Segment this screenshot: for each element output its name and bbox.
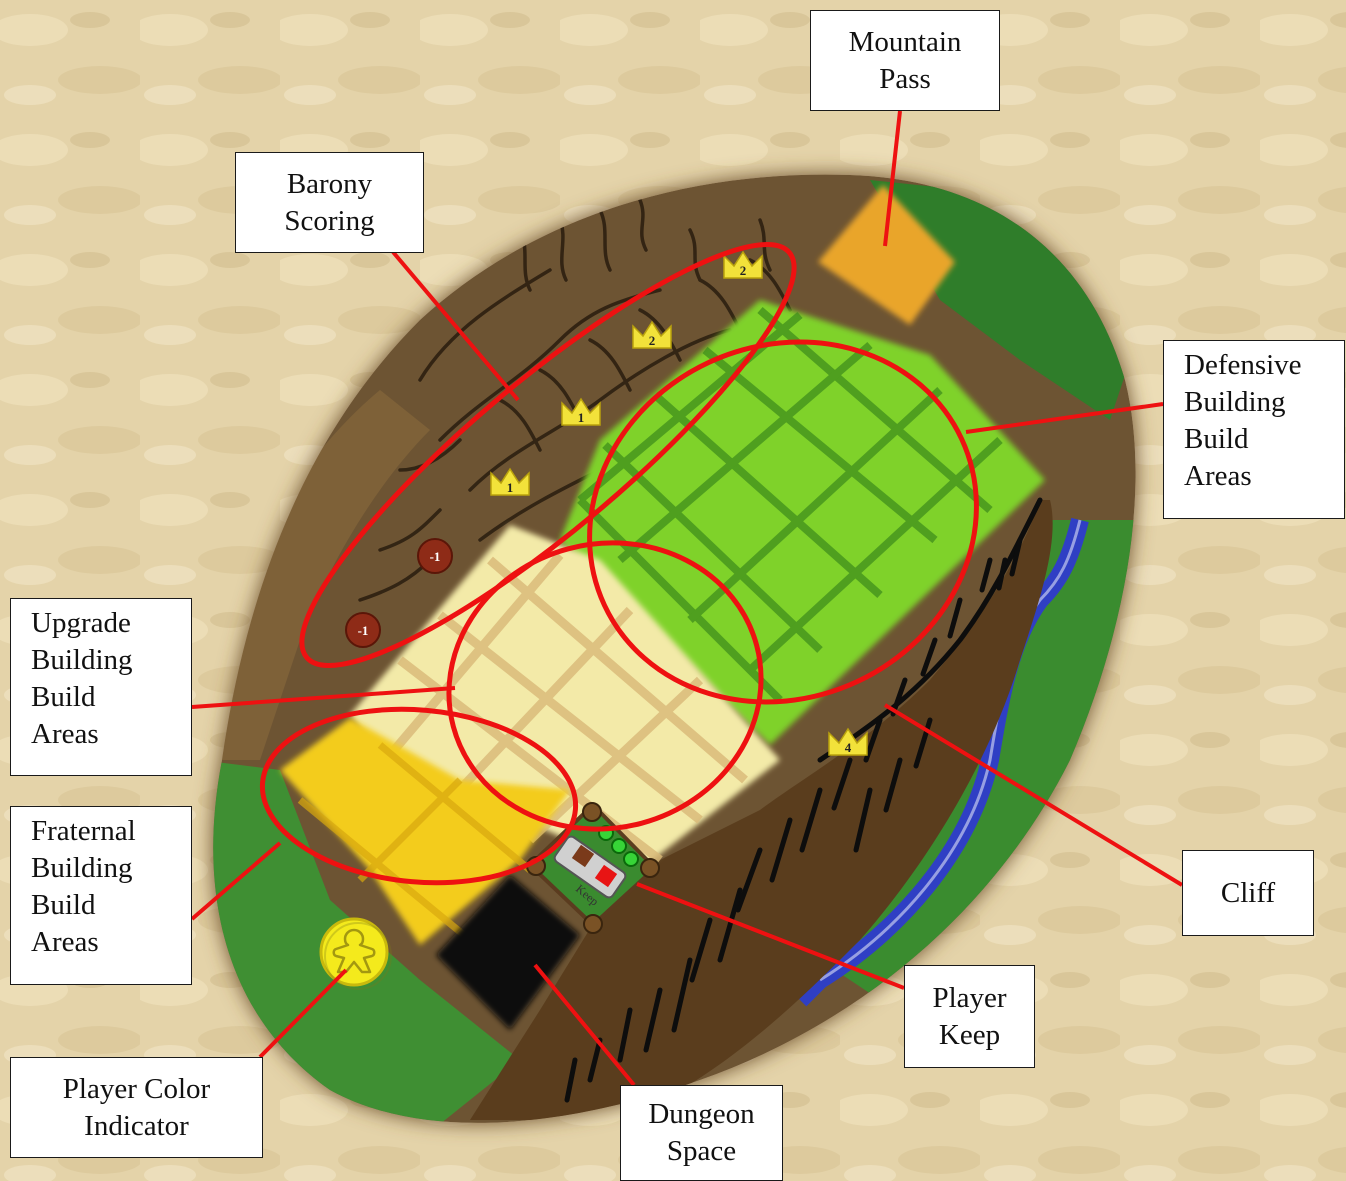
mountain-pass-label: Mountain Pass [810, 10, 1000, 111]
penalty-value: -1 [430, 549, 441, 564]
dungeon-space-label: Dungeon Space [620, 1085, 783, 1181]
crown-value: 1 [507, 480, 514, 495]
player-color-line-2: Indicator [11, 1108, 262, 1145]
fraternal-line-3: Build [31, 887, 191, 924]
upgrade-line-1: Upgrade [31, 605, 191, 642]
penalty-marker: -1 [346, 613, 380, 647]
player-color-label: Player Color Indicator [10, 1057, 263, 1158]
barony-scoring-line-1: Barony [236, 166, 423, 203]
fraternal-building-label: Fraternal Building Build Areas [10, 806, 192, 985]
barony-scoring-line-2: Scoring [236, 203, 423, 240]
player-color-line-1: Player Color [11, 1071, 262, 1108]
player-keep-line-2: Keep [905, 1017, 1034, 1054]
crown-value: 4 [845, 740, 852, 755]
defensive-building-label: Defensive Building Build Areas [1163, 340, 1345, 519]
crown-value: 2 [740, 263, 747, 278]
dungeon-line-1: Dungeon [621, 1096, 782, 1133]
upgrade-line-4: Areas [31, 716, 191, 753]
upgrade-building-label: Upgrade Building Build Areas [10, 598, 192, 776]
player-keep-line-1: Player [905, 980, 1034, 1017]
defensive-line-3: Build [1184, 421, 1344, 458]
defensive-line-2: Building [1184, 384, 1344, 421]
fraternal-line-4: Areas [31, 924, 191, 961]
dungeon-line-2: Space [621, 1133, 782, 1170]
crown-value: 1 [578, 410, 585, 425]
upgrade-line-3: Build [31, 679, 191, 716]
defensive-line-1: Defensive [1184, 347, 1344, 384]
fraternal-line-2: Building [31, 850, 191, 887]
mountain-pass-line-1: Mountain [811, 24, 999, 61]
defensive-line-4: Areas [1184, 458, 1344, 495]
cliff-line-1: Cliff [1183, 875, 1313, 912]
cliff-label: Cliff [1182, 850, 1314, 936]
upgrade-line-2: Building [31, 642, 191, 679]
penalty-value: -1 [358, 623, 369, 638]
fraternal-line-1: Fraternal [31, 813, 191, 850]
crown-value: 2 [649, 333, 656, 348]
barony-scoring-label: Barony Scoring [235, 152, 424, 253]
penalty-marker: -1 [418, 539, 452, 573]
mountain-pass-line-2: Pass [811, 61, 999, 98]
player-keep-label: Player Keep [904, 965, 1035, 1068]
